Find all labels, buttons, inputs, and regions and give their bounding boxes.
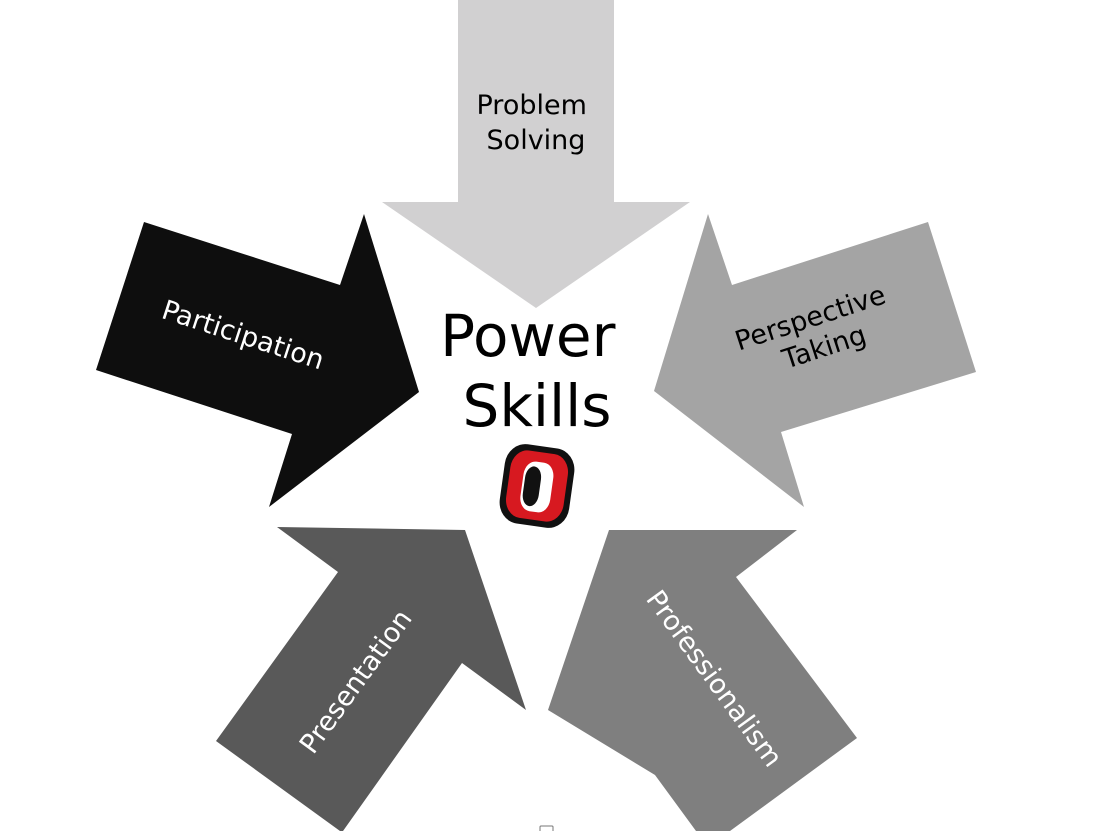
arrow-professionalism: Professionalism — [548, 530, 857, 831]
svg-text:Problem Solving: Problem Solving — [477, 90, 596, 156]
arrow-presentation-shape — [216, 527, 526, 831]
arrow-problem-solving-shape — [382, 0, 690, 308]
arrow-presentation: Presentation — [216, 527, 526, 831]
arrow-problem-solving-label-line2: Solving — [487, 125, 586, 156]
arrow-problem-solving-label-line1: Problem — [477, 90, 587, 121]
center-title-line1: Power — [440, 302, 616, 370]
arrow-problem-solving: Problem Solving — [382, 0, 690, 308]
svg-text:Power Skills: Power Skills — [440, 302, 634, 440]
bottom-marker — [539, 825, 554, 831]
arrow-professionalism-shape — [548, 530, 857, 831]
arrow-perspective-taking-shape — [654, 214, 976, 507]
arrow-participation-shape — [96, 214, 419, 507]
arrow-perspective-taking: Perspective Taking — [654, 214, 976, 507]
arrow-participation: Participation — [96, 214, 419, 507]
university-o-logo-icon — [499, 444, 575, 528]
center-title-line2: Skills — [463, 372, 612, 440]
